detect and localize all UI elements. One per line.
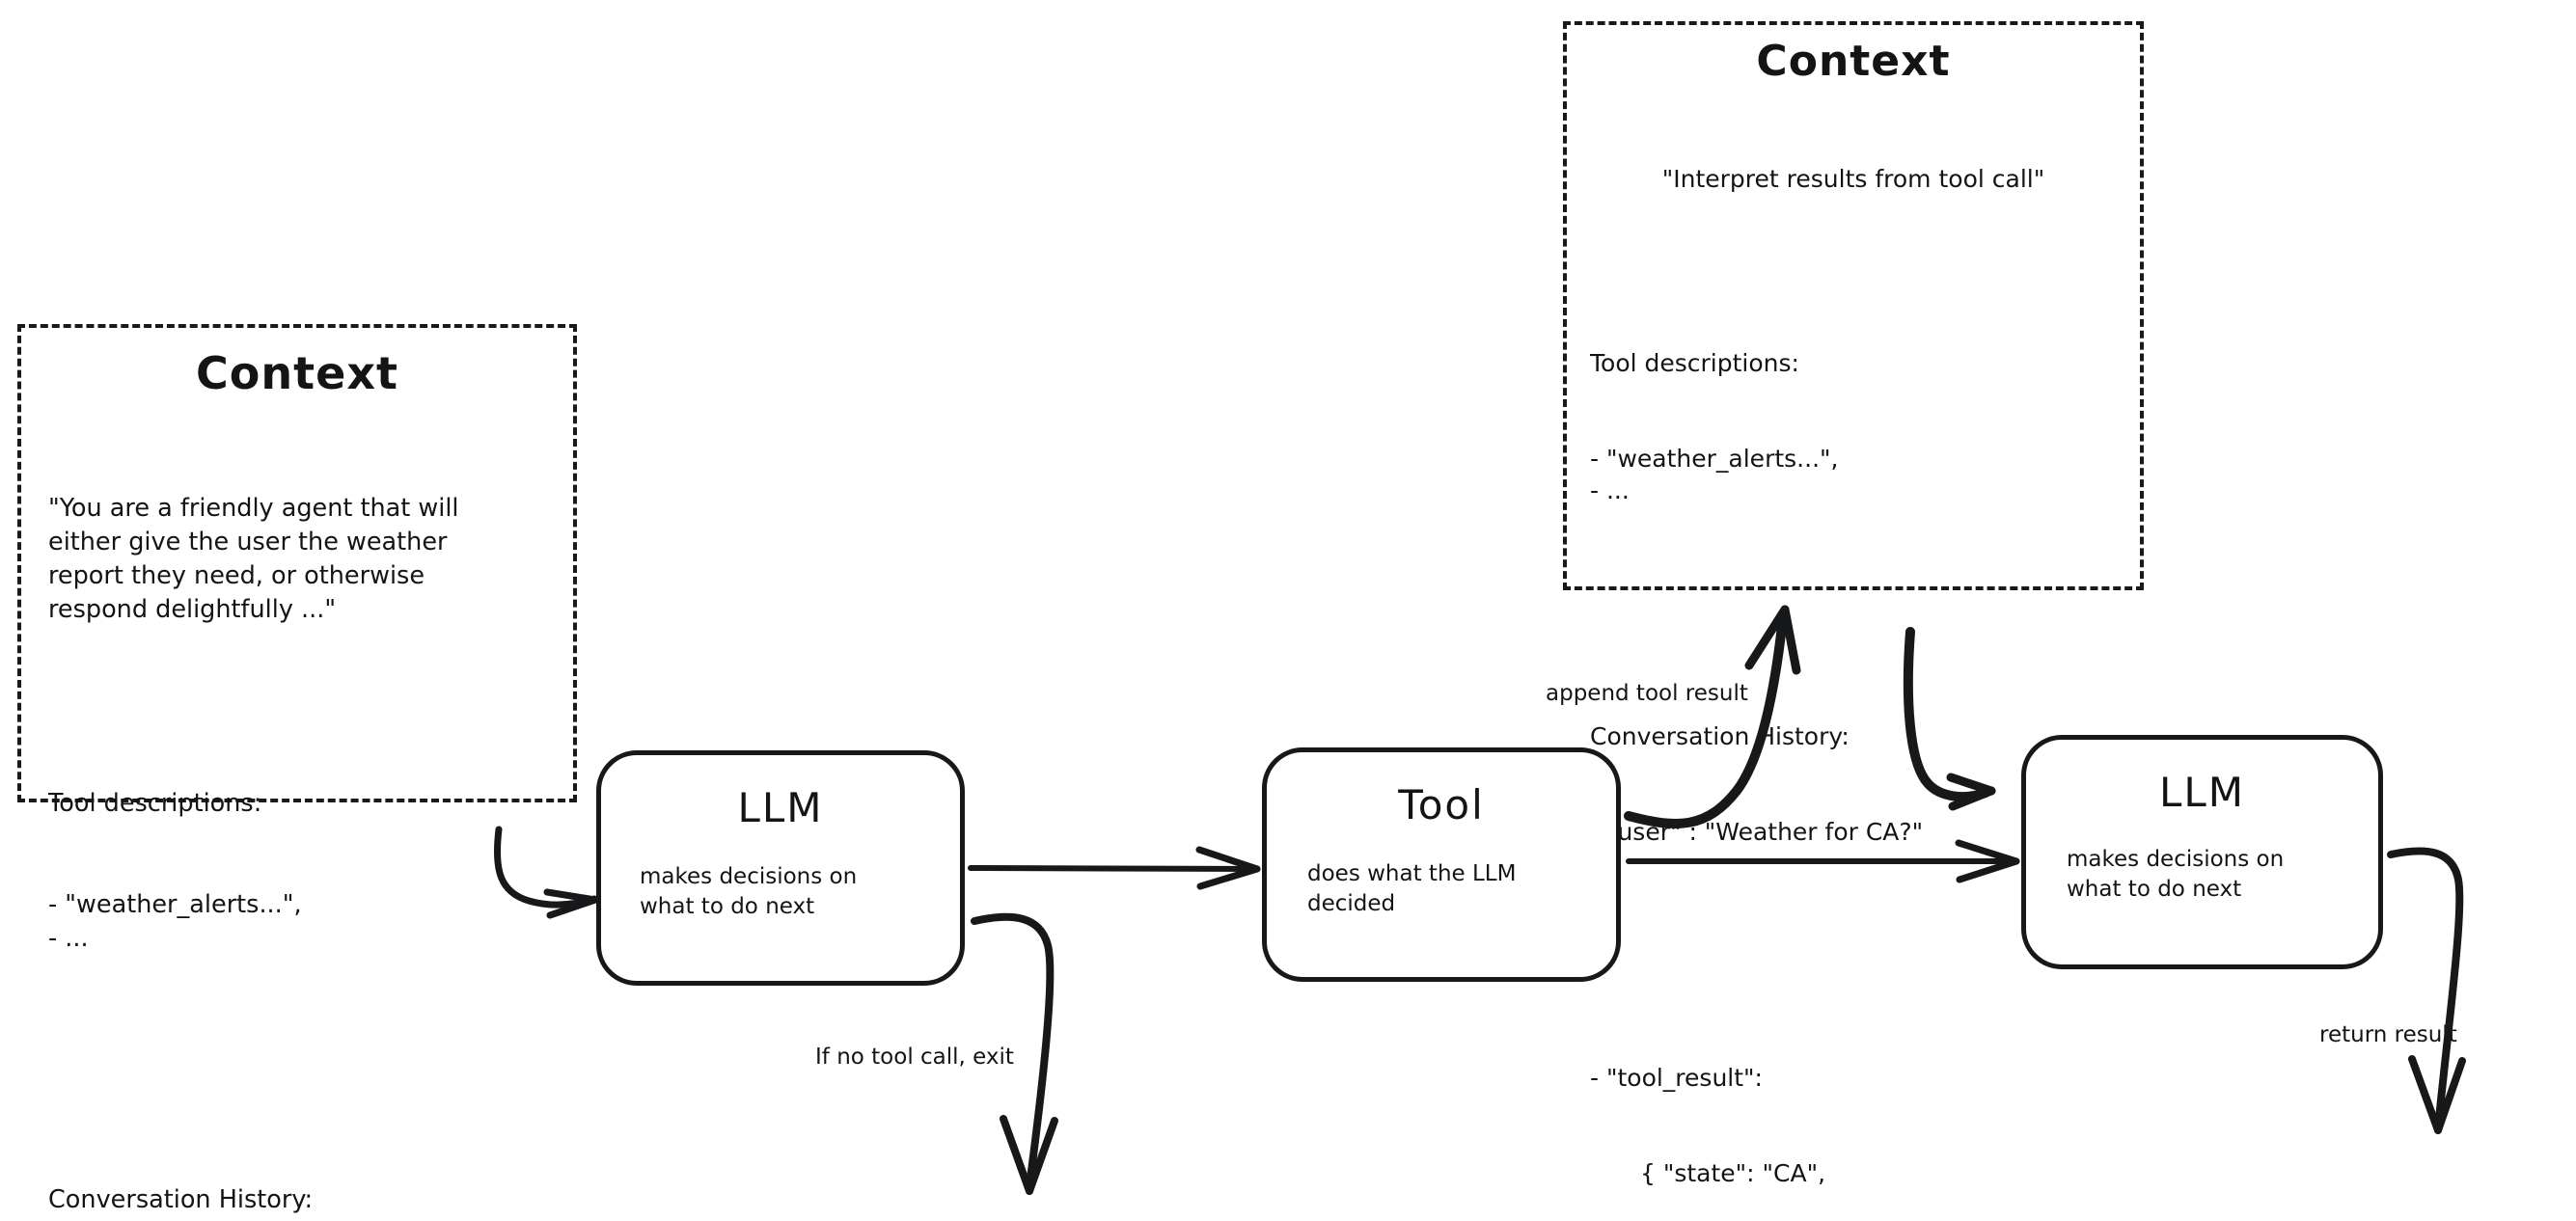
node-tool-subtitle: does what the LLM decided (1307, 861, 1517, 916)
context-right-title: Context (1756, 37, 1951, 86)
context-left-tool-descriptions-items: - "weather_alerts...", - ... (48, 889, 302, 953)
node-llm-1-subtitle: makes decisions on what to do next (640, 864, 858, 919)
edge-label-return-result: return result (2319, 1022, 2457, 1047)
context-right-body: "Interpret results from tool call" Tool … (1567, 99, 2140, 1221)
context-left-conversation-header: Conversation History: (48, 1185, 314, 1215)
edge-label-append-tool-result: append tool result (1546, 681, 1748, 706)
context-left-tool-descriptions: Tool descriptions: - "weather_alerts..."… (48, 719, 548, 1022)
context-right-tool-descriptions: Tool descriptions: - "weather_alerts..."… (1590, 284, 2117, 570)
context-right-tool-result-key: - "tool_result": (1590, 1064, 1763, 1092)
context-box-right: Context "Interpret results from tool cal… (1563, 21, 2144, 1187)
node-llm-2-subtitle: makes decisions on what to do next (2067, 847, 2285, 902)
context-left-system-prompt: "You are a friendly agent that will eith… (48, 493, 459, 624)
context-right-tool-result-line-1: { "state": "CA", (1640, 1159, 1826, 1187)
context-left-title: Context (196, 347, 398, 399)
context-left-tool-descriptions-header: Tool descriptions: (48, 789, 262, 819)
node-tool-title: Tool (1398, 781, 1485, 828)
context-left-body: "You are a friendly agent that will eith… (21, 424, 573, 1221)
node-llm-2-title: LLM (2158, 769, 2246, 816)
arrow-llm1-to-tool (968, 846, 1261, 890)
context-right-tool-descriptions-header: Tool descriptions: (1590, 349, 1799, 377)
context-box-left: Context "You are a friendly agent that w… (17, 324, 577, 1214)
arrow-llm2-return-result (2387, 847, 2466, 1134)
context-left-conversation: Conversation History: - "user" : "Weathe… (48, 1117, 548, 1221)
node-llm-1-title: LLM (737, 784, 824, 831)
context-right-tool-result: - "tool_result": { "state": "CA", [ { "r… (1590, 998, 2117, 1221)
node-llm-1[interactable]: LLM makes decisions on what to do next (596, 750, 965, 986)
context-right-tool-descriptions-items: - "weather_alerts...", - ... (1590, 445, 1839, 504)
context-right-instruction: "Interpret results from tool call" (1661, 165, 2045, 193)
edge-label-no-tool-call-exit: If no tool call, exit (815, 1045, 1014, 1070)
node-llm-2[interactable]: LLM makes decisions on what to do next (2021, 735, 2383, 969)
node-tool[interactable]: Tool does what the LLM decided (1262, 747, 1621, 982)
